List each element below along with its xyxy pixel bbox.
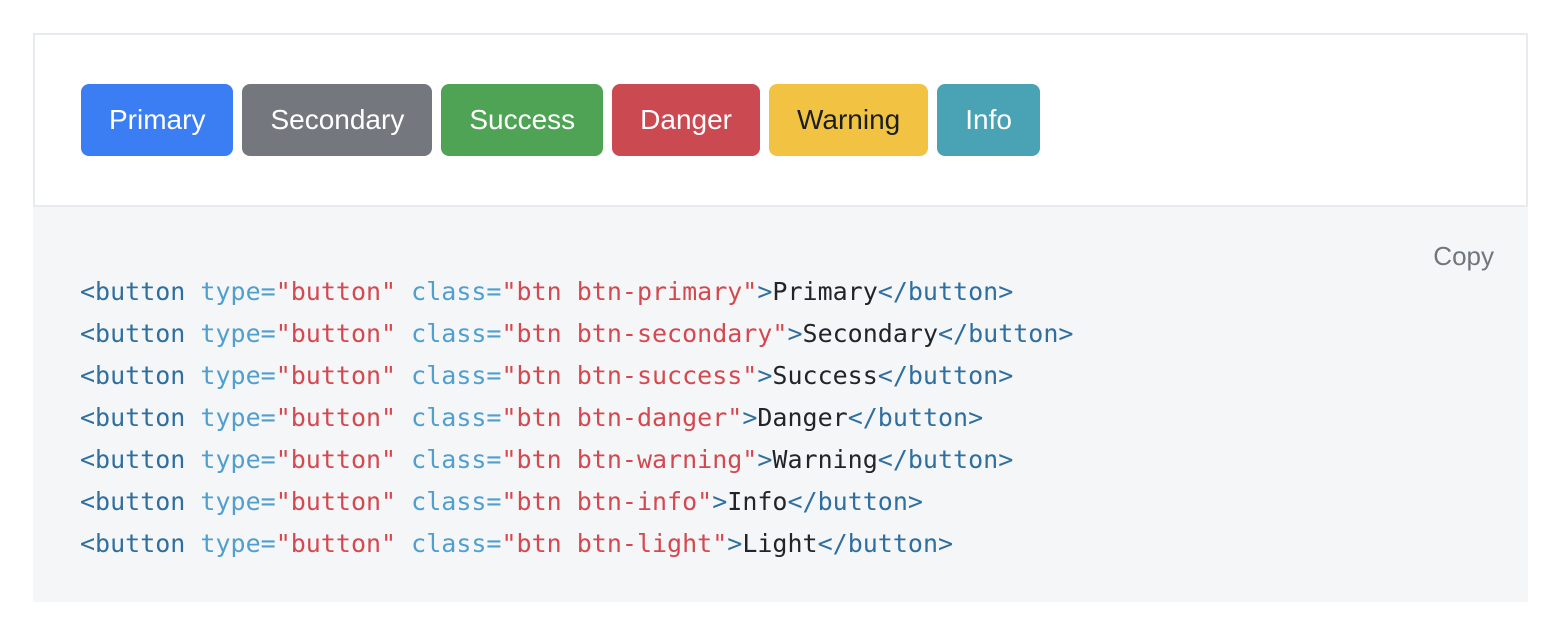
- code-token-tag: </button>: [787, 487, 923, 516]
- code-token-str: "btn btn-info": [501, 487, 713, 516]
- code-token-pln: Danger: [757, 403, 848, 432]
- code-token-tag: </button>: [877, 361, 1014, 390]
- code-token-pln: Primary: [772, 277, 878, 306]
- copy-button[interactable]: Copy: [1433, 241, 1494, 271]
- code-token-pln: Secondary: [802, 319, 938, 348]
- code-token-pln: Light: [742, 529, 818, 558]
- code-token-str: "button": [275, 445, 397, 474]
- preview-button-danger[interactable]: Danger: [612, 84, 760, 156]
- code-token-pln: [396, 403, 411, 432]
- code-token-tag: >: [742, 403, 758, 432]
- code-token-tag: </button>: [847, 403, 984, 432]
- code-token-tag: <button: [80, 403, 186, 432]
- code-token-att: type=: [200, 361, 276, 390]
- code-token-tag: <button: [80, 319, 186, 348]
- code-line: <button type="button" class="btn btn-dan…: [80, 397, 1482, 439]
- code-token-str: "button": [275, 319, 397, 348]
- code-token-pln: [185, 529, 200, 558]
- code-token-att: class=: [411, 319, 502, 348]
- code-token-str: "btn btn-secondary": [501, 319, 788, 348]
- code-token-str: "button": [275, 277, 397, 306]
- code-line: <button type="button" class="btn btn-inf…: [80, 481, 1482, 523]
- code-line: <button type="button" class="btn btn-pri…: [80, 271, 1482, 313]
- code-token-tag: >: [787, 319, 803, 348]
- code-token-pln: [185, 277, 200, 306]
- code-token-tag: >: [712, 487, 728, 516]
- code-token-tag: </button>: [817, 529, 954, 558]
- code-token-tag: </button>: [938, 319, 1074, 348]
- code-token-att: type=: [200, 277, 276, 306]
- code-token-pln: Info: [727, 487, 788, 516]
- code-token-tag: <button: [80, 529, 186, 558]
- code-token-tag: </button>: [877, 445, 1014, 474]
- code-token-pln: [185, 361, 200, 390]
- code-token-str: "btn btn-warning": [501, 445, 758, 474]
- code-token-tag: <button: [80, 277, 186, 306]
- code-token-str: "btn btn-light": [501, 529, 728, 558]
- code-token-pln: Warning: [772, 445, 878, 474]
- code-token-tag: >: [757, 361, 773, 390]
- code-lines: <button type="button" class="btn btn-pri…: [80, 271, 1482, 565]
- preview-button-warning[interactable]: Warning: [769, 84, 929, 156]
- code-token-att: type=: [200, 445, 276, 474]
- code-token-str: "btn btn-success": [501, 361, 758, 390]
- code-token-str: "button": [275, 529, 397, 558]
- code-token-pln: [185, 403, 200, 432]
- code-line: <button type="button" class="btn btn-lig…: [80, 523, 1482, 565]
- code-token-att: class=: [411, 361, 502, 390]
- code-token-pln: [185, 487, 200, 516]
- code-token-tag: <button: [80, 361, 186, 390]
- code-token-att: class=: [411, 403, 502, 432]
- code-token-tag: </button>: [877, 277, 1014, 306]
- code-token-att: class=: [411, 277, 502, 306]
- preview-button-secondary[interactable]: Secondary: [242, 84, 433, 156]
- code-token-tag: >: [757, 445, 773, 474]
- code-token-str: "button": [275, 487, 397, 516]
- preview-button-success[interactable]: Success: [441, 84, 604, 156]
- code-token-pln: [396, 361, 411, 390]
- code-token-att: type=: [200, 319, 276, 348]
- code-token-pln: Success: [772, 361, 878, 390]
- code-block: Copy <button type="button" class="btn bt…: [33, 207, 1528, 602]
- code-token-str: "button": [275, 403, 397, 432]
- code-token-att: class=: [411, 445, 502, 474]
- code-token-att: class=: [411, 529, 502, 558]
- code-token-pln: [396, 319, 411, 348]
- code-token-str: "btn btn-danger": [501, 403, 743, 432]
- code-token-att: type=: [200, 487, 276, 516]
- code-token-tag: >: [727, 529, 743, 558]
- code-token-pln: [396, 445, 411, 474]
- code-token-str: "btn btn-primary": [501, 277, 758, 306]
- code-token-att: type=: [200, 403, 276, 432]
- code-token-pln: [185, 445, 200, 474]
- code-token-pln: [185, 319, 200, 348]
- preview-button-info[interactable]: Info: [937, 84, 1040, 156]
- code-line: <button type="button" class="btn btn-sec…: [80, 313, 1482, 355]
- code-token-pln: [396, 277, 411, 306]
- preview-button-primary[interactable]: Primary: [81, 84, 234, 156]
- code-token-tag: <button: [80, 445, 186, 474]
- code-token-tag: <button: [80, 487, 186, 516]
- code-line: <button type="button" class="btn btn-war…: [80, 439, 1482, 481]
- code-token-pln: [396, 529, 411, 558]
- code-token-tag: >: [757, 277, 773, 306]
- code-token-att: type=: [200, 529, 276, 558]
- code-token-pln: [396, 487, 411, 516]
- code-token-str: "button": [275, 361, 397, 390]
- code-token-att: class=: [411, 487, 502, 516]
- code-line: <button type="button" class="btn btn-suc…: [80, 355, 1482, 397]
